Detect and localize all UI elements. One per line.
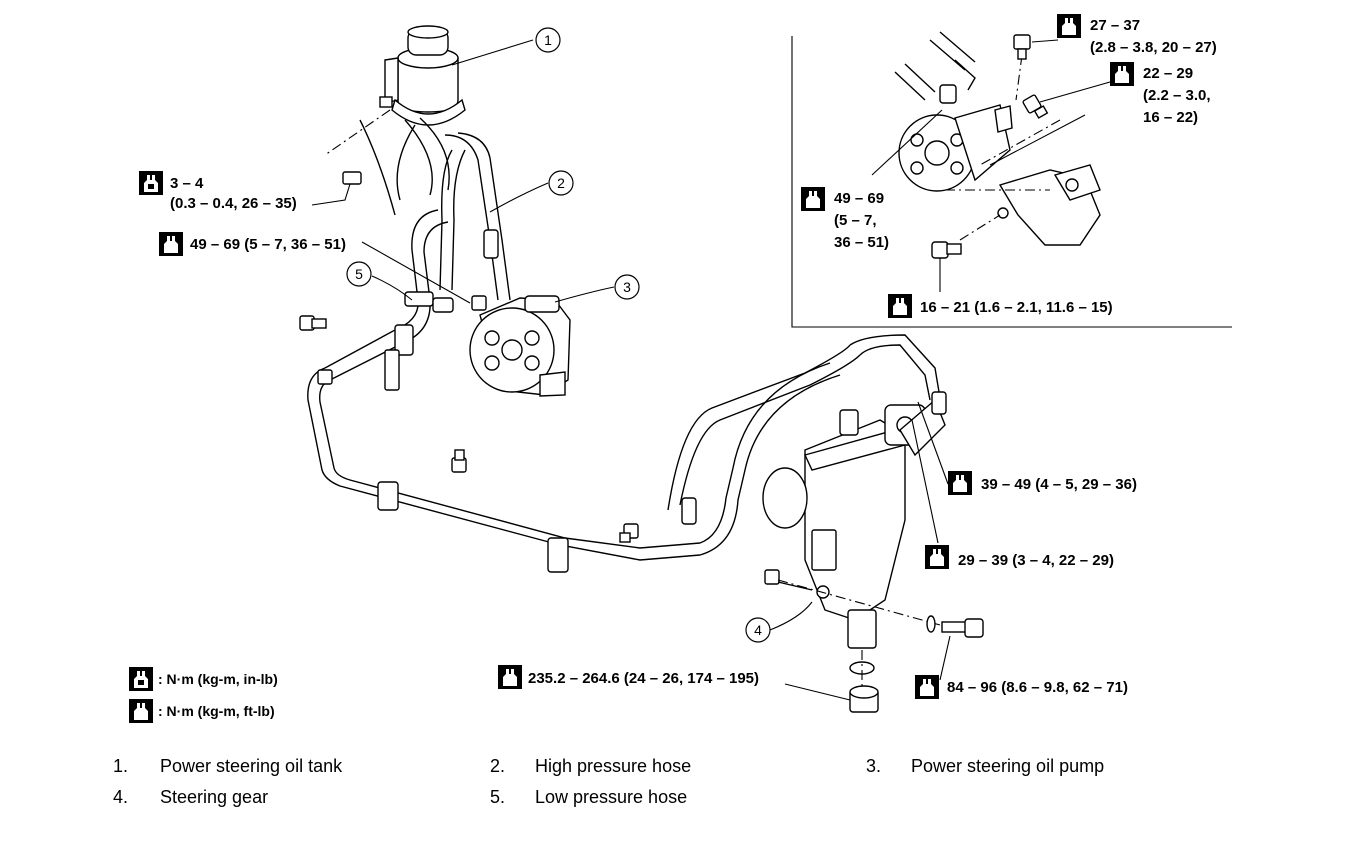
torque-wrench-outline-icon [498, 665, 522, 689]
torque-wrench-solid-icon [139, 171, 163, 195]
part-number: 1. [113, 756, 129, 776]
main-diagram [299, 25, 984, 713]
svg-text:1: 1 [544, 32, 552, 48]
torque-pitman-nut: 235.2 – 264.6 (24 – 26, 174 – 195) [498, 665, 759, 689]
oil-tank [359, 25, 466, 216]
svg-text:235.2 – 264.6 (24 – 26, 174 –: 235.2 – 264.6 (24 – 26, 174 – 195) [528, 670, 759, 687]
svg-text:(2.8 – 3.8, 20 – 27): (2.8 – 3.8, 20 – 27) [1090, 39, 1217, 56]
torque-wrench-outline-icon [925, 545, 949, 569]
torque-wrench-outline-icon [801, 187, 825, 211]
torque-gear-flare-2: 29 – 39 (3 – 4, 22 – 29) [925, 545, 1114, 569]
torque-wrench-outline-icon [159, 232, 183, 256]
legend: : N·m (kg-m, in-lb) : N·m (kg-m, ft-lb) [129, 667, 278, 723]
part-number: 5. [490, 787, 506, 807]
svg-text:4: 4 [754, 622, 762, 638]
torque-gear-flare-1: 39 – 49 (4 – 5, 29 – 36) [948, 471, 1137, 495]
inset-bolt-top-icon [1013, 34, 1031, 60]
part-name: Power steering oil pump [911, 756, 1105, 776]
bolt-center-icon [451, 449, 467, 473]
part-name: Low pressure hose [535, 787, 688, 807]
torque-hose-eye-bolt: 49 – 69 (5 – 7, 36 – 51) [159, 232, 346, 256]
torque-wrench-outline-icon [888, 294, 912, 318]
part-number: 3. [866, 756, 882, 776]
svg-text:84 – 96 (8.6 – 9.8, 62 – 71): 84 – 96 (8.6 – 9.8, 62 – 71) [947, 679, 1128, 696]
part-number: 4. [113, 787, 129, 807]
steering-gear [762, 391, 947, 649]
torque-inset-pump: 49 – 69 (5 – 7, 36 – 51) [801, 187, 889, 251]
torque-reservoir-bolt: 3 – 4 (0.3 – 0.4, 26 – 35) [139, 171, 297, 212]
torque-wrench-outline-icon [1110, 62, 1134, 86]
torque-wrench-outline-icon [129, 699, 153, 723]
torque-inset-top: 27 – 37 (2.8 – 3.8, 20 – 27) [1057, 14, 1217, 56]
svg-text:22 – 29: 22 – 29 [1143, 65, 1193, 82]
svg-text:36 – 51): 36 – 51) [834, 234, 889, 251]
torque-wrench-outline-icon [915, 675, 939, 699]
svg-text:(5 – 7,: (5 – 7, [834, 212, 877, 229]
svg-text:16 – 22): 16 – 22) [1143, 109, 1198, 126]
svg-text:49 – 69: 49 – 69 [834, 190, 884, 207]
svg-text:3 – 4: 3 – 4 [170, 175, 204, 192]
svg-text:2: 2 [557, 175, 565, 191]
part-number: 2. [490, 756, 506, 776]
callout-2: 2 [548, 170, 574, 196]
inset-bolt-bracket-icon [931, 241, 962, 259]
svg-text:27 – 37: 27 – 37 [1090, 17, 1140, 34]
bolt-left-icon [299, 315, 327, 331]
torque-inset-mid: 22 – 29 (2.2 – 3.0, 16 – 22) [1110, 62, 1211, 126]
inset-bolt-mid-icon [1022, 94, 1049, 119]
svg-text:(2.2 – 3.0,: (2.2 – 3.0, [1143, 87, 1211, 104]
svg-text:29 – 39 (3 – 4, 22 – 29): 29 – 39 (3 – 4, 22 – 29) [958, 552, 1114, 569]
torque-wrench-outline-icon [948, 471, 972, 495]
reservoir-bolt-icon [342, 171, 362, 185]
svg-text:(0.3 – 0.4, 26 – 35): (0.3 – 0.4, 26 – 35) [170, 195, 297, 212]
callout-5: 5 [346, 261, 372, 287]
torque-gear-mount: 84 – 96 (8.6 – 9.8, 62 – 71) [915, 675, 1128, 699]
svg-text:49 – 69 (5 – 7, 36 – 51): 49 – 69 (5 – 7, 36 – 51) [190, 236, 346, 253]
torque-inset-bracket: 16 – 21 (1.6 – 2.1, 11.6 – 15) [888, 294, 1113, 318]
bolt-right-icon [619, 523, 639, 543]
torque-wrench-solid-icon [129, 667, 153, 691]
inset-detail [791, 31, 1232, 328]
svg-text:39 – 49 (4 – 5, 29 – 36): 39 – 49 (4 – 5, 29 – 36) [981, 476, 1137, 493]
svg-text:16 – 21 (1.6 – 2.1, 11.6 – 15): 16 – 21 (1.6 – 2.1, 11.6 – 15) [920, 299, 1113, 316]
oil-pump [469, 295, 571, 397]
svg-text:: N·m (kg-m, ft-lb): : N·m (kg-m, ft-lb) [158, 703, 275, 719]
part-name: High pressure hose [535, 756, 692, 776]
part-name: Power steering oil tank [160, 756, 343, 776]
callout-3: 3 [614, 274, 640, 300]
callout-1: 1 [535, 27, 561, 53]
svg-text:3: 3 [623, 279, 631, 295]
part-name: Steering gear [160, 787, 269, 807]
svg-text:: N·m (kg-m, in-lb): : N·m (kg-m, in-lb) [158, 671, 278, 687]
svg-text:5: 5 [355, 266, 363, 282]
callout-4: 4 [745, 617, 771, 643]
torque-wrench-outline-icon [1057, 14, 1081, 38]
